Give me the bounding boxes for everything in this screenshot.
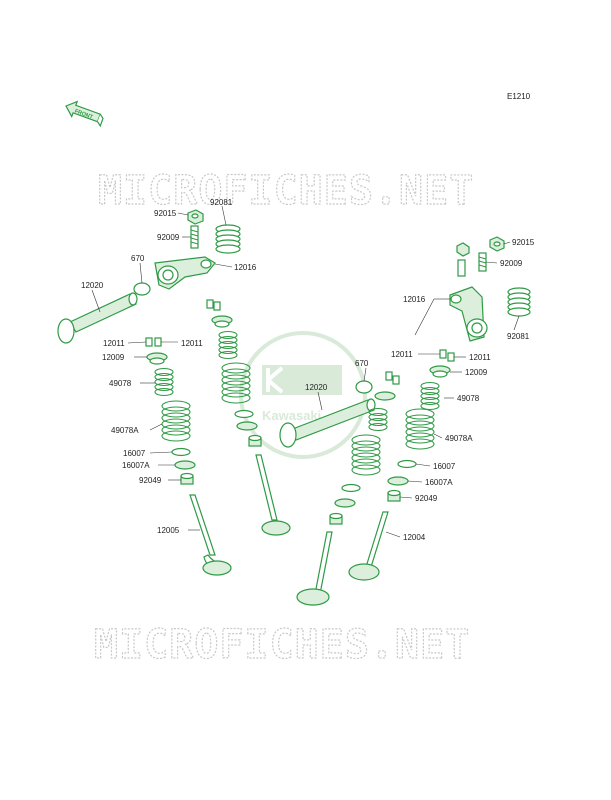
label-12011-left-b: 12011 [181, 339, 203, 348]
label-12020-right: 12020 [305, 383, 328, 392]
label-49078A-left: 49078A [111, 426, 139, 435]
cotter-12011-left-a [145, 337, 153, 347]
nut-92015-right-b [456, 242, 470, 257]
valve-12004-b [296, 531, 333, 606]
spring-92081-right [507, 287, 531, 317]
retainer-12009-right [429, 365, 451, 378]
rocker-arm-12016-right [449, 286, 488, 342]
cotter-12011-left-d [213, 301, 221, 311]
oring-670-right [355, 380, 373, 394]
seat-16007A-right-b [334, 498, 356, 508]
rocker-shaft-12020-left [57, 292, 138, 344]
cotter-12011-right-b [447, 352, 455, 362]
kawasaki-logo: Kawasaki [239, 331, 367, 459]
label-92081-left: 92081 [210, 198, 233, 207]
spring-92081-left [215, 224, 241, 254]
label-670-right: 670 [355, 359, 369, 368]
label-16007-left: 16007 [123, 449, 146, 458]
cotter-12011-left-c [206, 299, 214, 309]
label-92049-right: 92049 [415, 494, 438, 503]
seat-16007-left-b [234, 409, 254, 419]
inner-spring-49078-right [420, 381, 440, 411]
label-92009-left: 92009 [157, 233, 180, 242]
seat-16007-right [397, 459, 417, 469]
figure-code: E1210 [507, 92, 531, 101]
label-12005: 12005 [157, 526, 180, 535]
watermark-bottom: MICROFICHES.NET [94, 622, 470, 668]
retainer-12009-left [146, 352, 168, 365]
label-49078-left: 49078 [109, 379, 132, 388]
nut-92015-left [187, 209, 204, 225]
label-12011-left-a: 12011 [103, 339, 125, 348]
label-92081-right: 92081 [507, 332, 530, 341]
outer-spring-49078A-left [161, 400, 191, 442]
label-12016-right: 12016 [403, 295, 426, 304]
cotter-12011-right-a [439, 349, 447, 359]
cotter-12011-right-d [392, 375, 400, 385]
oring-670-left [133, 282, 151, 296]
inner-spring-49078-left [154, 367, 174, 397]
label-92049-left: 92049 [139, 476, 162, 485]
kawasaki-logo-text: Kawasaki [262, 408, 321, 423]
seal-92049-right-b [329, 512, 343, 525]
screw-92009-right [478, 252, 487, 272]
watermark-top: MICROFICHES.NET [98, 168, 474, 214]
screw-92009-left [190, 225, 199, 249]
label-49078-right: 49078 [457, 394, 480, 403]
outer-spring-49078A-left-b [221, 362, 251, 404]
label-12020-left: 12020 [81, 281, 104, 290]
label-16007-right: 16007 [433, 462, 456, 471]
seat-16007-left [171, 447, 191, 457]
valve-12005-b [255, 454, 291, 536]
seal-92049-right [387, 489, 401, 502]
label-49078A-right: 49078A [445, 434, 473, 443]
inner-spring-49078-left-b [218, 330, 238, 360]
rocker-shaft-12020-right [279, 398, 376, 448]
seat-16007A-right [387, 476, 409, 486]
label-12009-right: 12009 [465, 368, 488, 377]
outer-spring-49078A-right [405, 408, 435, 450]
screw-92009-right-b [457, 259, 466, 277]
label-16007A-left: 16007A [122, 461, 150, 470]
label-16007A-right: 16007A [425, 478, 453, 487]
rocker-arm-12016-left [154, 256, 216, 290]
label-12016-left: 12016 [234, 263, 257, 272]
seat-16007-right-b [341, 483, 361, 493]
label-670-left: 670 [131, 254, 145, 263]
cotter-12011-right-c [385, 371, 393, 381]
label-12011-right-a: 12011 [391, 350, 413, 359]
label-12009-left: 12009 [102, 353, 125, 362]
retainer-12009-right-b [374, 391, 396, 401]
outer-spring-49078A-right-b [351, 434, 381, 476]
label-12004: 12004 [403, 533, 426, 542]
leader-lines [91, 205, 520, 538]
retainer-12009-left-b [211, 315, 233, 328]
valve-12005 [189, 494, 232, 576]
cotter-12011-left-b [154, 337, 162, 347]
label-92015-left: 92015 [154, 209, 177, 218]
seal-92049-left-b [248, 434, 262, 447]
inner-spring-49078-right-b [368, 407, 388, 432]
valve-12004 [348, 511, 389, 581]
seat-16007A-left-b [236, 421, 258, 431]
label-92015-right: 92015 [512, 238, 535, 247]
part-labels: 92015 92081 92009 670 12016 12020 12011 … [81, 198, 535, 542]
seal-92049-left [180, 472, 194, 485]
label-92009-right: 92009 [500, 259, 523, 268]
front-arrow-icon: FRONT [65, 100, 104, 128]
nut-92015-right [489, 236, 505, 252]
label-12011-right-b: 12011 [469, 353, 491, 362]
seat-16007A-left [174, 460, 196, 470]
